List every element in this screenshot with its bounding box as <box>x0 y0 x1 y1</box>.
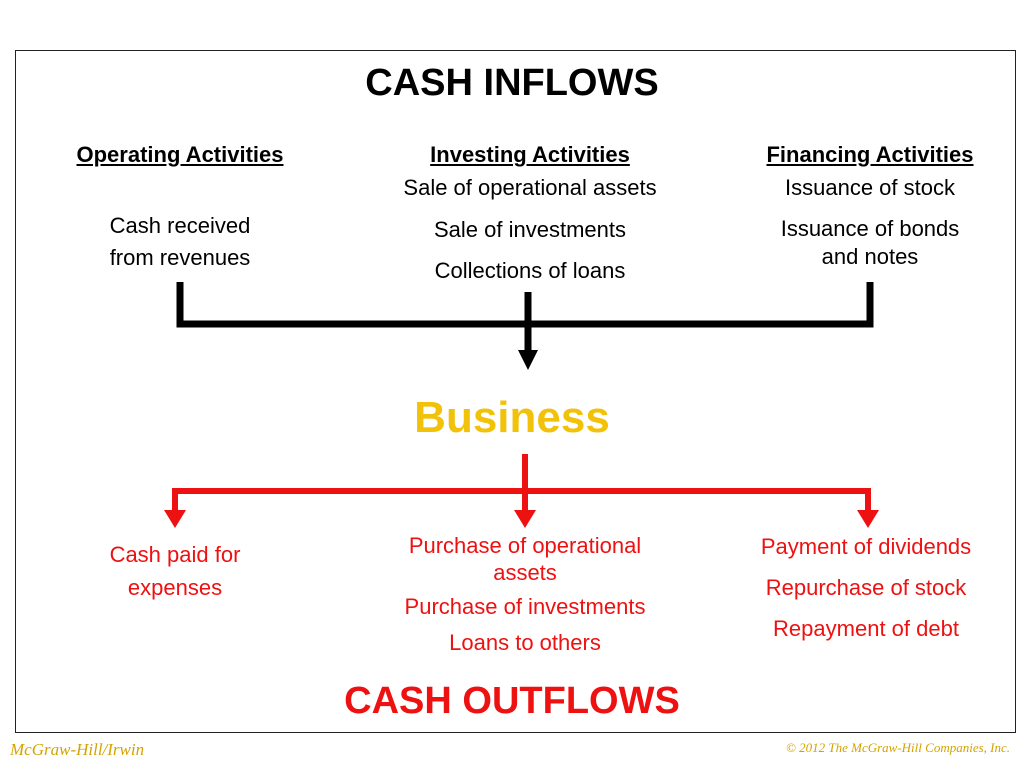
investing-outflow-item: Loans to others <box>449 630 601 655</box>
financing-inflow-list: Issuance of stock Issuance of bonds and … <box>720 173 1020 271</box>
operating-outflow-text: Cash paid for expenses <box>40 538 310 604</box>
operating-inflow-line-2: from revenues <box>109 245 251 270</box>
inflow-connector <box>176 282 874 370</box>
copyright-label: © 2012 The McGraw-Hill Companies, Inc. <box>786 740 1010 755</box>
investing-outflow-item: assets <box>493 560 557 585</box>
down-arrow-icon <box>518 350 538 370</box>
financing-inflow-item: Issuance of stock <box>785 175 955 200</box>
investing-activities-heading: Investing Activities <box>430 142 630 167</box>
investing-outflow-item: Purchase of investments <box>404 594 646 619</box>
financing-inflow-item: Issuance of bonds <box>780 216 960 241</box>
cash-inflows-title: CASH INFLOWS <box>365 62 659 104</box>
slide-frame <box>15 50 1016 733</box>
outflow-connector <box>164 454 879 528</box>
operating-outflow-line-1: Cash paid for <box>109 542 241 567</box>
investing-inflow-list: Sale of operational assets Sale of inves… <box>340 173 720 286</box>
operating-activities-heading: Operating Activities <box>76 142 284 167</box>
operating-outflow-line-2: expenses <box>127 575 223 600</box>
investing-inflow-item: Sale of operational assets <box>403 175 657 200</box>
investing-inflow-item: Collections of loans <box>434 258 626 283</box>
investing-outflow-list: Purchase of operational assets Purchase … <box>340 532 710 658</box>
investing-outflow-item: Purchase of operational <box>408 533 642 558</box>
financing-outflow-item: Repurchase of stock <box>765 575 967 600</box>
cash-outflows-title: CASH OUTFLOWS <box>344 680 680 722</box>
financing-inflow-item: and notes <box>821 244 919 269</box>
financing-outflow-item: Repayment of debt <box>773 616 959 641</box>
publisher-label: McGraw-Hill/Irwin <box>10 740 145 759</box>
down-arrow-icon <box>164 510 186 528</box>
operating-inflow-line-1: Cash received <box>109 213 251 238</box>
financing-activities-heading: Financing Activities <box>766 142 974 167</box>
investing-inflow-item: Sale of investments <box>434 217 626 242</box>
down-arrow-icon <box>514 510 536 528</box>
business-label: Business <box>414 393 610 442</box>
financing-outflow-item: Payment of dividends <box>760 534 972 559</box>
down-arrow-icon <box>857 510 879 528</box>
financing-outflow-list: Payment of dividends Repurchase of stock… <box>716 532 1016 644</box>
operating-inflow-text: Cash received from revenues <box>40 210 320 274</box>
